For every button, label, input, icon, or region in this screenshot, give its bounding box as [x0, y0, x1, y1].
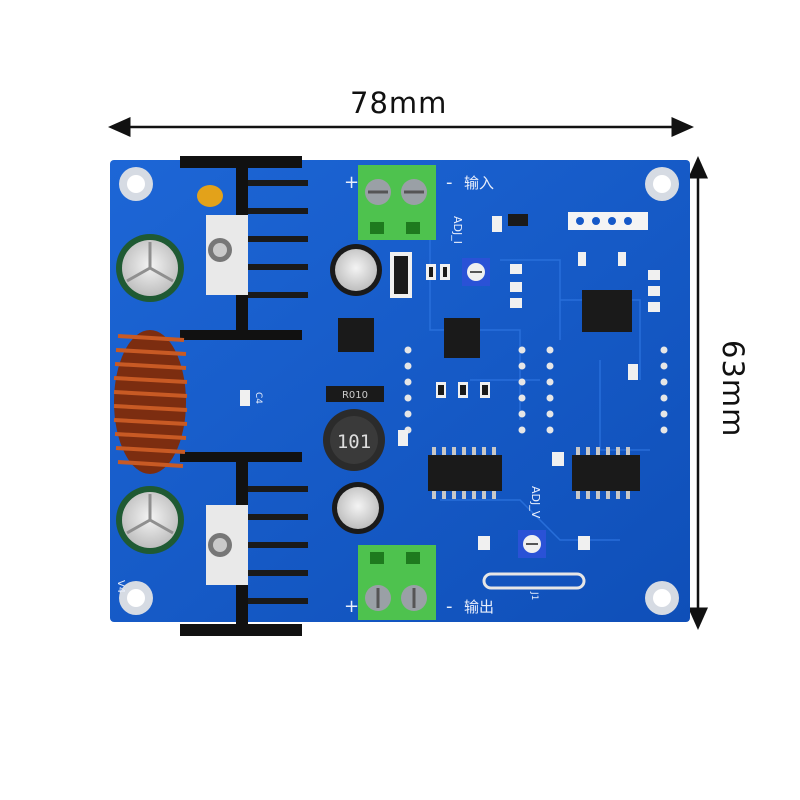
adj-v-label: ADJ_V	[529, 486, 542, 519]
inductor-marking: 101	[337, 431, 371, 453]
capacitor-large-top	[116, 234, 184, 302]
ic-pins	[432, 447, 630, 499]
mounting-holes	[119, 167, 679, 615]
input-terminal-block	[358, 165, 436, 240]
v4-label: V4	[115, 580, 126, 593]
ic-chips	[338, 214, 640, 491]
capacitor-small-bottom	[332, 482, 384, 534]
jumper-wire	[482, 572, 586, 590]
power-inductor: 101	[323, 409, 385, 471]
input-label: 输入	[464, 174, 494, 192]
output-minus-label: -	[446, 596, 453, 617]
ceramic-capacitor	[197, 185, 223, 207]
width-dimension-label: 78mm	[350, 86, 448, 120]
heatsink-top	[180, 156, 308, 340]
shunt-resistor	[326, 386, 384, 402]
output-terminal-block	[358, 545, 436, 620]
output-label: 输出	[464, 598, 494, 616]
toroid-inductor	[113, 330, 188, 474]
via-holes	[404, 346, 668, 434]
output-plus-label: +	[344, 596, 359, 617]
input-plus-label: +	[344, 172, 359, 193]
pcb-board	[110, 160, 690, 622]
j1-label: J1	[529, 591, 539, 600]
diode	[394, 256, 408, 294]
capacitor-large-bottom	[116, 486, 184, 554]
trim-potentiometer-voltage	[518, 530, 546, 558]
heatsink-bottom	[180, 452, 308, 636]
c4-label: C4	[253, 392, 263, 404]
adj-i-label: ADJ_I	[451, 216, 464, 244]
shunt-marking: R010	[342, 390, 368, 401]
trim-potentiometer-current	[462, 258, 490, 286]
input-minus-label: -	[446, 172, 453, 193]
capacitor-small-top	[330, 244, 382, 296]
